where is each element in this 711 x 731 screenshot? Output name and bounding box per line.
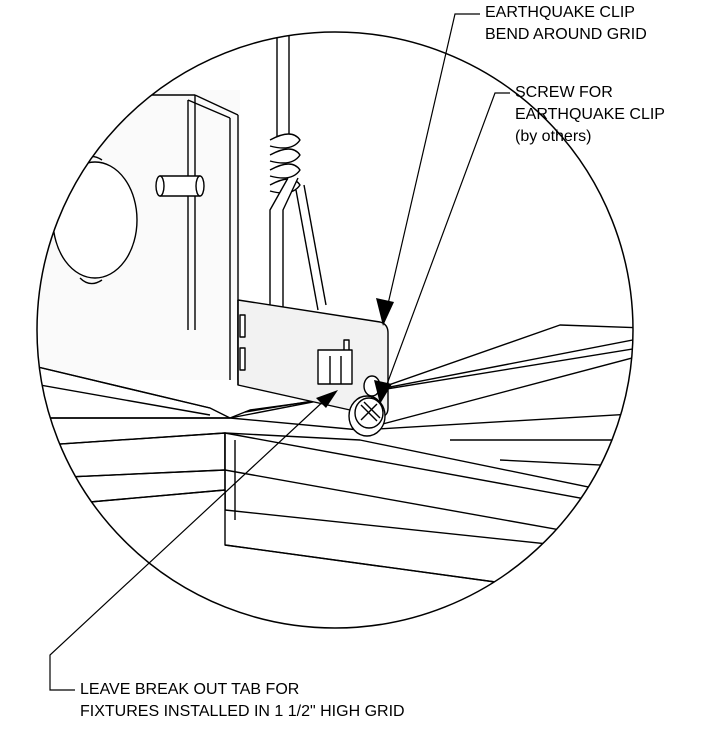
clip-leader-line	[384, 13, 480, 318]
clip-callout-line1: EARTHQUAKE CLIP	[485, 4, 635, 21]
tab-callout-line2: FIXTURES INSTALLED IN 1 1/2" HIGH GRID	[80, 703, 405, 720]
tab-callout: LEAVE BREAK OUT TAB FOR FIXTURES INSTALL…	[80, 679, 405, 723]
leader-lines	[49, 13, 510, 691]
tab-arrowhead	[316, 390, 338, 408]
housing-bracket	[155, 175, 205, 197]
clip-arrowhead	[376, 298, 394, 326]
screw-leader-line	[382, 92, 510, 396]
arrowheads	[316, 298, 394, 408]
earthquake-clip-plate	[237, 299, 389, 418]
screw-arrowhead	[374, 380, 392, 404]
clip-callout: EARTHQUAKE CLIP BEND AROUND GRID	[485, 2, 647, 46]
screw-callout-line1: SCREW FOR	[515, 84, 613, 101]
tab-leader-line	[49, 396, 329, 691]
tab-callout-line1: LEAVE BREAK OUT TAB FOR	[80, 681, 300, 698]
detail-circle-outline	[36, 31, 634, 629]
knockout-plug	[52, 155, 138, 285]
clip-screw	[348, 395, 386, 437]
screw-callout-line2: EARTHQUAKE CLIP	[515, 106, 665, 123]
screw-callout-line3: (by others)	[515, 128, 592, 145]
hanger-wire	[269, 32, 327, 336]
screw-callout: SCREW FOR EARTHQUAKE CLIP (by others)	[515, 82, 665, 148]
clip-callout-line2: BEND AROUND GRID	[485, 26, 647, 43]
